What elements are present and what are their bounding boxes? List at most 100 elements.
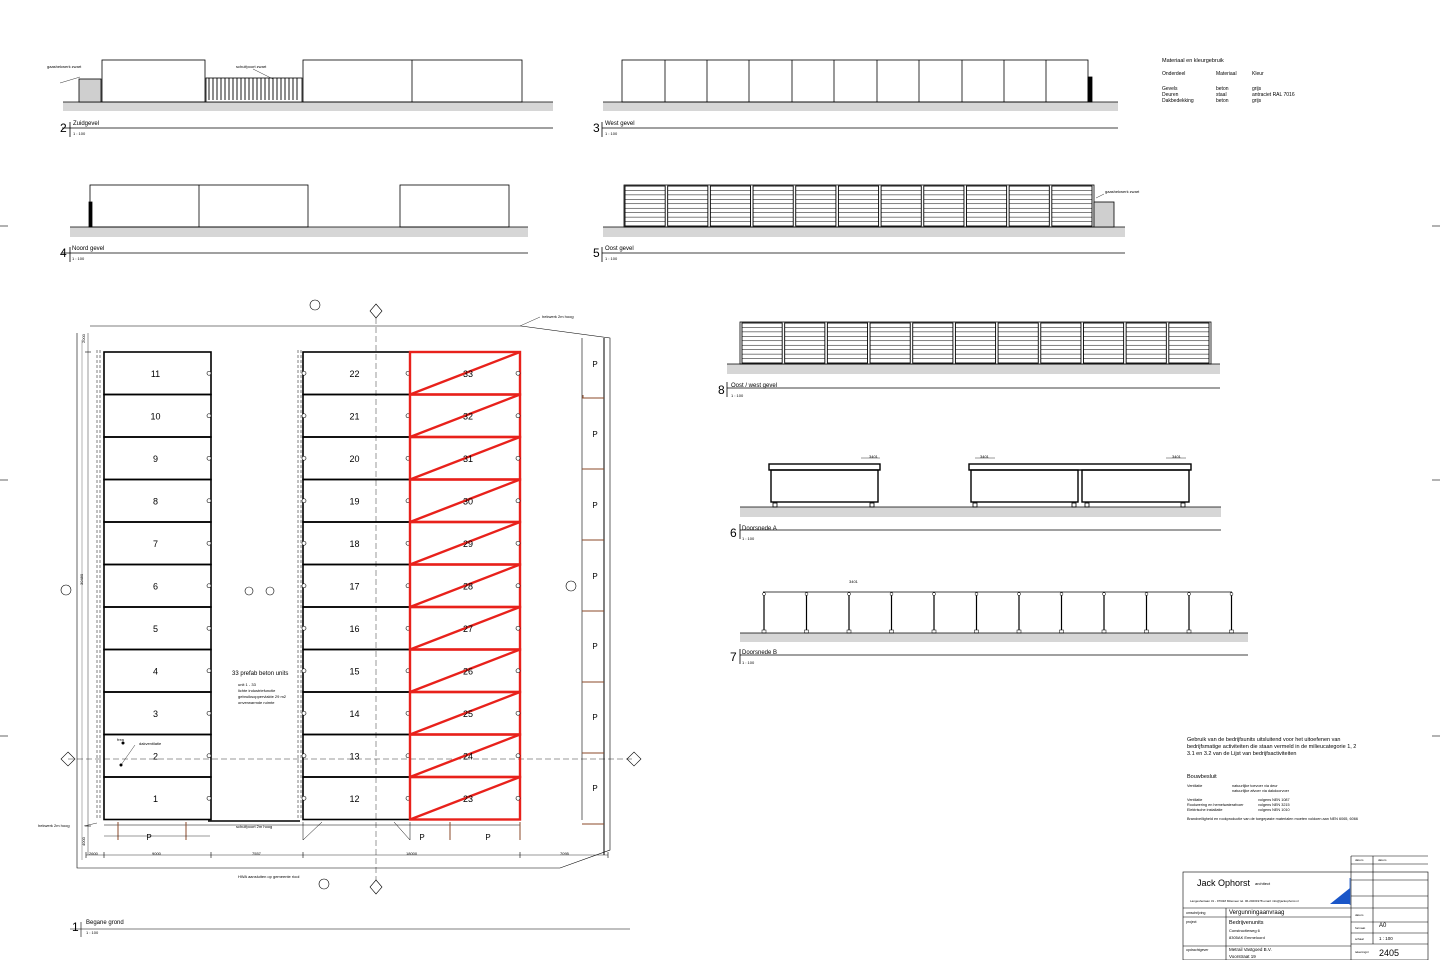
tb-label-status: omschrijving [1186,911,1206,915]
door-marker [301,370,307,376]
unit-hatch [409,563,521,609]
view-1-title: Begane grond [86,920,124,926]
tb-label-rev: datum [1355,858,1364,862]
dim-bottom-5: 7095 [560,851,569,856]
bouwbesluit-row-1-label: Ventilatie [1187,784,1203,788]
view-7-number: 7 [730,650,737,664]
materials-row-2-color: antraciet RAL 7016 [1252,92,1295,98]
unit-number: 18 [349,539,359,549]
tb-client: Metrail Vastgoed B.V. [1229,947,1272,952]
door-marker [515,668,521,674]
unit-number: 12 [349,794,359,804]
door-marker [301,413,307,419]
unit-number: 29 [463,539,473,549]
door-marker [206,413,212,419]
view-6-number: 6 [730,526,737,540]
plan-highlighted-units [408,350,522,821]
unit-number: 22 [349,369,359,379]
annotation-hekwerk-top: hekwerk 2m hoog [542,314,574,319]
slatted-door [1008,185,1050,227]
unit-number: 11 [151,369,160,379]
annotation-schuifpoort-bottom: schuifpoort 2m hoog [236,824,273,829]
view-6-scale: 1 : 100 [742,536,755,541]
unit-number: 2 [153,751,158,761]
view-4-title: Noord gevel [72,246,105,252]
units-sub-1: unit 1 - 33 [238,682,256,687]
parking-label: P [592,713,597,722]
tb-architect-suffix: architect [1255,881,1271,886]
unit-number: 32 [463,411,473,421]
bouwbesluit-row-4-label: Rookwering en hemelwaterafvoer [1187,803,1244,807]
slatted-door [1125,322,1167,364]
door-marker [515,498,521,504]
unit-number: 19 [349,496,359,506]
plan-units [103,351,411,821]
view-7-scale: 1 : 100 [742,660,755,665]
materials-row-3-material: beton [1216,98,1229,104]
unit-number: 21 [349,411,359,421]
door-marker [301,583,307,589]
view-2-title: Zuidgevel [73,121,100,127]
title-block [1182,855,1429,960]
unit-number: 14 [349,709,359,719]
unit-hatch [409,605,521,651]
parking-label: P [592,501,597,510]
unit-number: 1 [153,794,158,804]
annotation-hekwerk-left: hekwerk 2m hoog [38,823,70,828]
tb-label-number: tekeningnr [1355,950,1370,954]
unit-number: 4 [153,666,158,676]
slatted-door [869,322,911,364]
materials-row-1-color: grijs [1252,86,1262,92]
unit-hatch [409,393,521,439]
unit-number: 30 [463,496,473,506]
materials-row-1-material: beton [1216,86,1229,92]
door-marker [206,583,212,589]
slatted-door [624,185,666,227]
bouwbesluit-row-3-label: Ventilatie [1187,798,1203,802]
tb-scale: 1 : 100 [1379,936,1393,941]
view-6-title: Doorsnede A [742,526,777,532]
parking-label: P [592,572,597,581]
door-marker [206,498,212,504]
elevation-east-west [726,321,1220,397]
view-2-scale: 1 : 100 [73,131,86,136]
unit-number: 17 [349,581,359,591]
parking-label: P [592,360,597,369]
door-marker [301,753,307,759]
slatted-door [966,185,1008,227]
tb-project: Bedrijvenunits [1229,920,1264,926]
parking-label: P [485,833,490,842]
unit-number: 23 [463,794,473,804]
slatted-door [1168,322,1210,364]
view-2-number: 2 [60,121,67,135]
dim-bottom-4: 18000 [406,851,418,856]
door-marker [206,753,212,759]
door-marker [515,540,521,546]
unit-number: 31 [463,454,473,464]
usage-note-line-3: 3.1 en 3.2 van de Lijst van bedrijfsacti… [1187,751,1297,757]
unit-hatch [409,648,521,694]
parking-label: P [592,642,597,651]
door-marker [206,795,212,801]
unit-hatch [409,478,521,524]
door-marker [515,583,521,589]
unit-number: 33 [463,369,473,379]
usage-note-line-2: bedrijfsmatige activiteiten die staan ve… [1187,744,1357,750]
annotation-dakventilatie: dakventilatie [139,741,162,746]
parking-label: P [592,430,597,439]
unit-number: 10 [150,411,160,421]
unit-number: 8 [153,496,158,506]
tb-project-address-1: Constructieweg 6 [1229,928,1260,933]
slatted-door [1040,322,1082,364]
section-a [739,457,1221,539]
dim-section-a-1: 3401 [869,454,878,459]
tb-address: Langeshertaan 31 - 9764M Milemeer tel. 0… [1190,899,1299,903]
parking-label: P [419,833,424,842]
door-marker [515,625,521,631]
slatted-door [1051,185,1093,227]
units-sub-2: lichte industriefunctie [238,688,276,693]
view-5-title: Oost gevel [605,246,634,252]
tb-label-rev2: datum [1378,858,1387,862]
tb-client-address: Voorstraat 19 [1229,954,1256,959]
dim-bottom-left: 4000 [81,837,86,846]
